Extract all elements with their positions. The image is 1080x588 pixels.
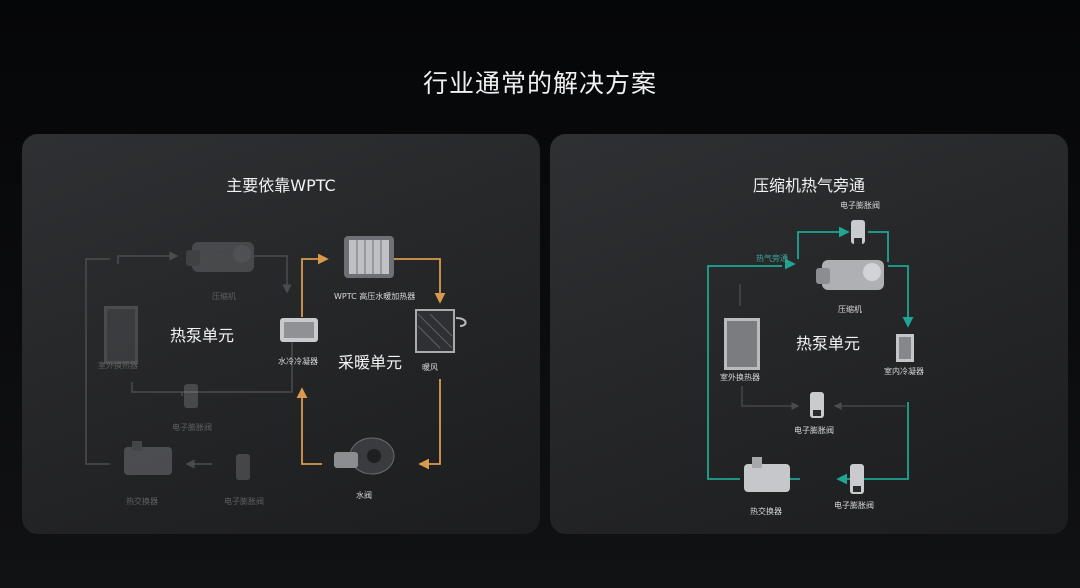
label-heater-core: 暖风 bbox=[422, 363, 438, 372]
label-pump: 水阀 bbox=[356, 491, 372, 500]
label-indoor-condenser: 室内冷凝器 bbox=[884, 367, 924, 376]
label-water-condenser: 水冷冷凝器 bbox=[278, 357, 318, 366]
label-outdoor-hx: 室外换热器 bbox=[98, 361, 138, 370]
label-chiller-right: 热交换器 bbox=[750, 507, 782, 516]
heating-loop-orange bbox=[296, 253, 446, 470]
compressor-icon bbox=[184, 232, 264, 280]
label-compressor: 压缩机 bbox=[212, 292, 236, 301]
water-condenser-icon bbox=[276, 312, 322, 348]
heat-pump-unit-label: 热泵单元 bbox=[170, 326, 235, 345]
expansion-valve-icon-mid bbox=[806, 390, 828, 420]
heater-core-icon bbox=[410, 306, 474, 358]
label-hot-gas-bypass: 热气旁通 bbox=[756, 254, 788, 263]
label-exv-mid: 电子膨胀阀 bbox=[794, 426, 834, 435]
chiller-icon bbox=[118, 439, 178, 481]
outdoor-heat-exchanger-icon bbox=[102, 304, 140, 366]
refrigerant-loop-dim bbox=[85, 251, 293, 469]
expansion-valve-icon-top bbox=[846, 218, 870, 246]
expansion-valve-icon-bottom bbox=[846, 462, 868, 496]
label-wptc: WPTC 高压水暖加热器 bbox=[334, 292, 416, 301]
compressor-icon-right bbox=[814, 248, 894, 300]
panel-title-wptc: 主要依靠WPTC bbox=[226, 176, 336, 195]
refrigerant-loop-dim-right bbox=[739, 284, 906, 410]
chiller-icon-right bbox=[738, 454, 796, 498]
expansion-valve-icon-1 bbox=[178, 382, 204, 410]
label-compressor-right: 压缩机 bbox=[838, 305, 862, 314]
wptc-heater-icon bbox=[340, 230, 398, 284]
label-chiller: 热交换器 bbox=[126, 497, 158, 506]
indoor-condenser-icon bbox=[894, 332, 916, 364]
label-exv-1: 电子膨胀阀 bbox=[172, 423, 212, 432]
label-exv-top: 电子膨胀阀 bbox=[840, 201, 880, 210]
heat-pump-unit-label-right: 热泵单元 bbox=[796, 334, 861, 353]
label-outdoor-hx-right: 室外换热器 bbox=[720, 373, 760, 382]
panel-hot-gas-bypass: 压缩机热气旁通 电子膨胀阀 热气旁通 bbox=[550, 134, 1068, 534]
label-exv-2: 电子膨胀阀 bbox=[224, 497, 264, 506]
water-pump-icon bbox=[328, 432, 400, 486]
outdoor-heat-exchanger-icon-right bbox=[722, 316, 762, 372]
heating-unit-label: 采暖单元 bbox=[338, 353, 403, 372]
label-exv-bottom: 电子膨胀阀 bbox=[834, 501, 874, 510]
panel-wptc: 主要依靠WPTC 压缩机 bbox=[22, 134, 540, 534]
flow-lines-wptc bbox=[85, 251, 446, 470]
expansion-valve-icon-2 bbox=[230, 452, 256, 482]
page-title: 行业通常的解决方案 bbox=[422, 69, 657, 98]
panel-title-bypass: 压缩机热气旁通 bbox=[752, 176, 865, 195]
